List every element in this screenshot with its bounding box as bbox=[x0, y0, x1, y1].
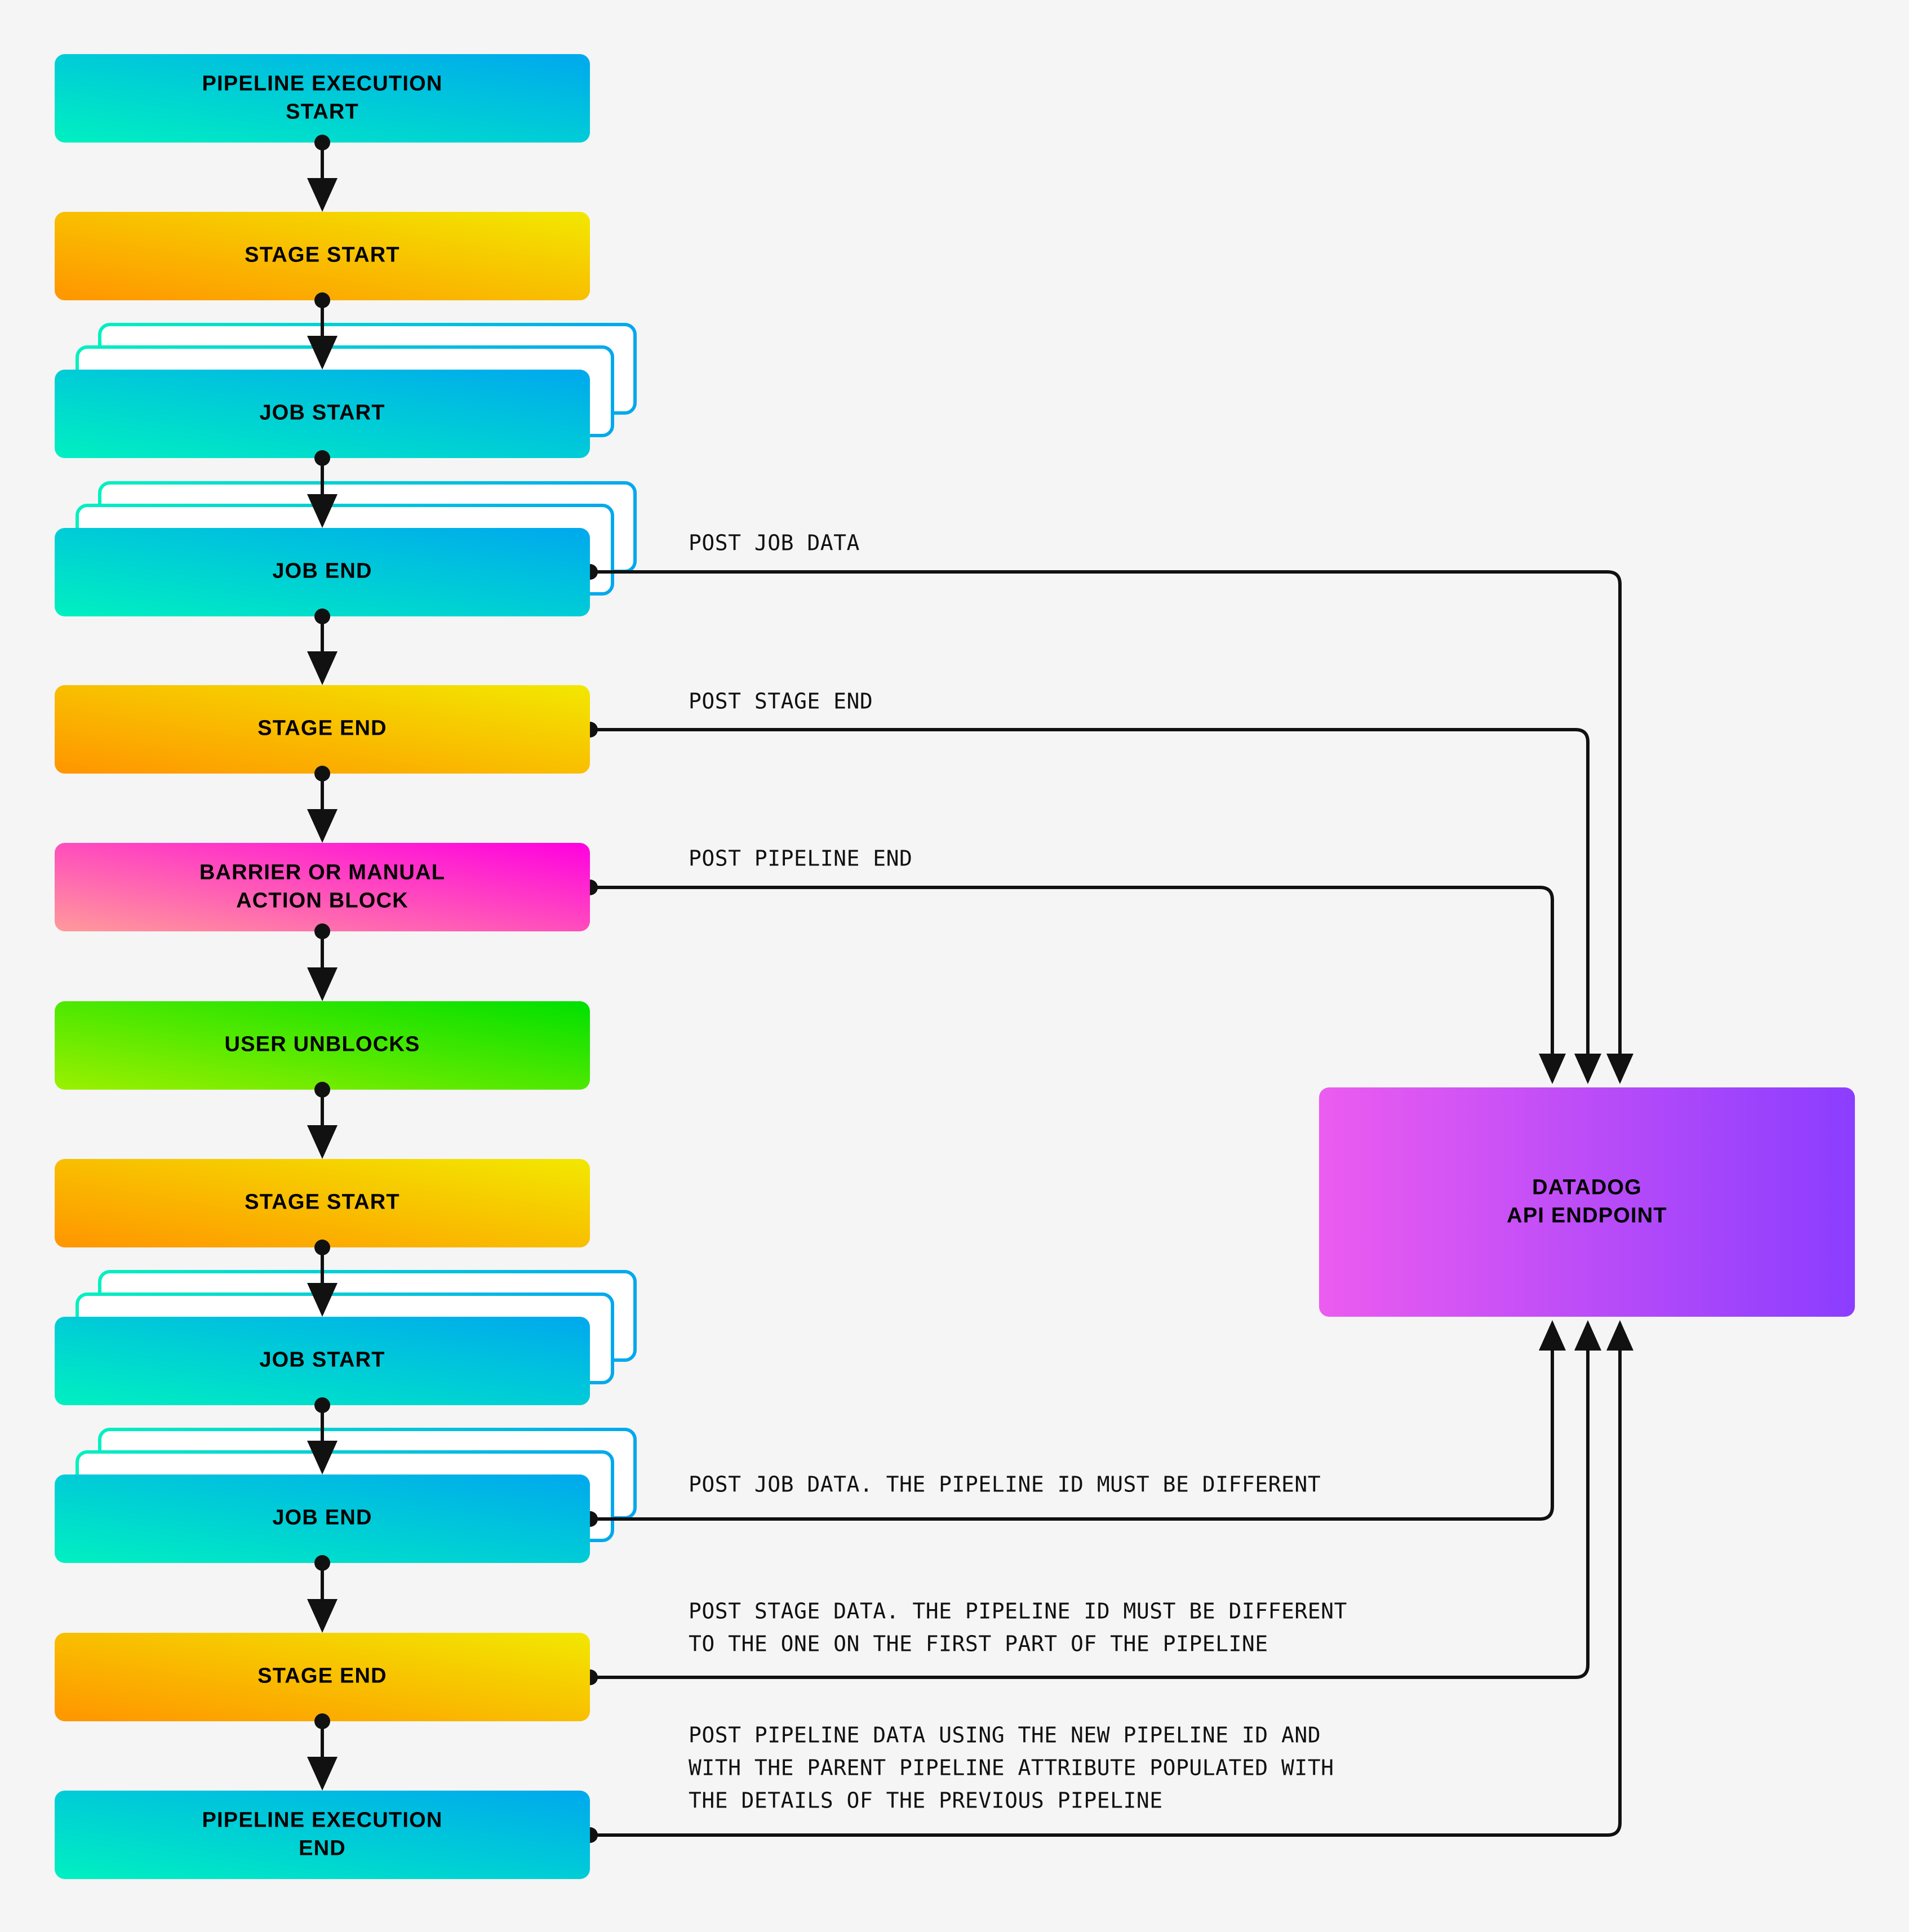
node-job-start-1[interactable]: JOB START bbox=[55, 370, 590, 458]
node-body[interactable] bbox=[1319, 1087, 1855, 1317]
node-job-start-2[interactable]: JOB START bbox=[55, 1317, 590, 1405]
api-edge-label-post-stage-end: POST STAGE END bbox=[689, 689, 873, 714]
flow-edge-stage-start-2-to-job-start-2 bbox=[307, 1240, 338, 1317]
api-edge-label-line: TO THE ONE ON THE FIRST PART OF THE PIPE… bbox=[689, 1632, 1268, 1656]
node-job-end-2[interactable]: JOB END bbox=[55, 1474, 590, 1563]
api-edge-label-line: WITH THE PARENT PIPELINE ATTRIBUTE POPUL… bbox=[689, 1756, 1334, 1780]
node-stage-start-2[interactable]: STAGE START bbox=[55, 1159, 590, 1247]
node-label: STAGE END bbox=[258, 717, 387, 740]
node-datadog-api-endpoint[interactable]: DATADOG API ENDPOINT bbox=[1319, 1087, 1855, 1317]
flow-edge-job-start-1-to-job-end-1 bbox=[307, 450, 338, 528]
api-edge-path bbox=[590, 1320, 1566, 1521]
api-edge-path bbox=[590, 728, 1601, 1084]
node-label: JOB END bbox=[272, 559, 372, 583]
api-edge-label-post-pipeline-end: POST PIPELINE END bbox=[689, 846, 912, 871]
api-edge-path bbox=[590, 570, 1633, 1084]
node-body[interactable] bbox=[55, 1474, 590, 1563]
node-body[interactable] bbox=[55, 370, 590, 458]
api-edge-path bbox=[590, 886, 1566, 1084]
flow-edge-stage-end-2-to-pipeline-execution-end bbox=[307, 1713, 338, 1791]
api-edge-label-line: POST PIPELINE END bbox=[689, 846, 912, 871]
node-label: JOB START bbox=[259, 1348, 385, 1372]
flow-edge-user-unblocks-to-stage-start-2 bbox=[307, 1082, 338, 1159]
node-label: END bbox=[299, 1837, 346, 1860]
node-body[interactable] bbox=[55, 843, 590, 931]
node-pipeline-execution-start[interactable]: PIPELINE EXECUTION START bbox=[55, 54, 590, 143]
node-label: USER UNBLOCKS bbox=[224, 1033, 420, 1056]
node-body[interactable] bbox=[55, 1633, 590, 1721]
api-edge-label-line: THE DETAILS OF THE PREVIOUS PIPELINE bbox=[689, 1788, 1163, 1813]
node-label: PIPELINE EXECUTION bbox=[202, 72, 442, 96]
flow-edge-stage-end-1-to-barrier-or-manual-action-block bbox=[307, 766, 338, 843]
api-edge-label-post-job-data-new-pipeline-id: POST JOB DATA. THE PIPELINE ID MUST BE D… bbox=[689, 1472, 1321, 1497]
node-barrier-or-manual-action-block[interactable]: BARRIER OR MANUAL ACTION BLOCK bbox=[55, 843, 590, 931]
node-label: START bbox=[286, 100, 359, 124]
node-body[interactable] bbox=[55, 54, 590, 143]
node-body[interactable] bbox=[55, 1317, 590, 1405]
node-body[interactable] bbox=[55, 212, 590, 300]
node-label: DATADOG bbox=[1532, 1176, 1642, 1200]
node-job-end-1[interactable]: JOB END bbox=[55, 528, 590, 616]
node-body[interactable] bbox=[55, 1791, 590, 1879]
node-label: ACTION BLOCK bbox=[236, 889, 409, 913]
node-body[interactable] bbox=[55, 1001, 590, 1090]
api-edge-label-line: POST PIPELINE DATA USING THE NEW PIPELIN… bbox=[689, 1723, 1321, 1748]
edge-label-layer: POST JOB DATA POST STAGE END POST PIPELINE… bbox=[689, 531, 1347, 1813]
node-stage-end-2[interactable]: STAGE END bbox=[55, 1633, 590, 1721]
node-body[interactable] bbox=[55, 1159, 590, 1247]
flow-edge-barrier-or-manual-action-block-to-user-unblocks bbox=[307, 923, 338, 1001]
node-layer: PIPELINE EXECUTION START STAGE START JOB ST… bbox=[55, 54, 1855, 1879]
api-edge-label-line: POST STAGE DATA. THE PIPELINE ID MUST BE… bbox=[689, 1599, 1347, 1624]
api-edge-label-post-job-data: POST JOB DATA bbox=[689, 531, 860, 556]
flow-edge-job-end-1-to-stage-end-1 bbox=[307, 609, 338, 685]
flow-edge-job-start-2-to-job-end-2 bbox=[307, 1397, 338, 1474]
node-label: STAGE START bbox=[245, 1191, 400, 1214]
flow-edge-stage-start-1-to-job-start-1 bbox=[307, 292, 338, 370]
node-user-unblocks[interactable]: USER UNBLOCKS bbox=[55, 1001, 590, 1090]
api-edge-path bbox=[590, 1320, 1601, 1679]
node-label: API ENDPOINT bbox=[1507, 1204, 1667, 1228]
api-edge-label-post-stage-data-new-pipeline-id: POST STAGE DATA. THE PIPELINE ID MUST BE… bbox=[689, 1599, 1347, 1656]
node-pipeline-execution-end[interactable]: PIPELINE EXECUTION END bbox=[55, 1791, 590, 1879]
node-label: JOB START bbox=[259, 401, 385, 425]
node-stage-start-1[interactable]: STAGE START bbox=[55, 212, 590, 300]
node-label: STAGE START bbox=[245, 243, 400, 267]
api-edge-label-line: POST STAGE END bbox=[689, 689, 873, 714]
api-edge-label-post-pipeline-data-parent-pipeline: POST PIPELINE DATA USING THE NEW PIPELIN… bbox=[689, 1723, 1334, 1813]
api-edge-label-line: POST JOB DATA bbox=[689, 531, 860, 556]
api-edge-label-line: POST JOB DATA. THE PIPELINE ID MUST BE D… bbox=[689, 1472, 1321, 1497]
api-edge-path bbox=[590, 1320, 1633, 1837]
node-label: PIPELINE EXECUTION bbox=[202, 1809, 442, 1832]
node-stage-end-1[interactable]: STAGE END bbox=[55, 685, 590, 774]
node-label: BARRIER OR MANUAL bbox=[199, 861, 445, 885]
flow-edge-job-end-2-to-stage-end-2 bbox=[307, 1555, 338, 1633]
node-label: JOB END bbox=[272, 1506, 372, 1530]
node-body[interactable] bbox=[55, 685, 590, 774]
flow-edge-pipeline-execution-start-to-stage-start-1 bbox=[307, 135, 338, 212]
node-body[interactable] bbox=[55, 528, 590, 616]
node-label: STAGE END bbox=[258, 1664, 387, 1688]
flow-edge-layer bbox=[307, 135, 338, 1791]
